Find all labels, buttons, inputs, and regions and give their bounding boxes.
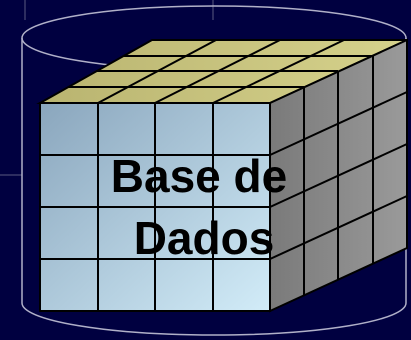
label-line-2: Dados xyxy=(134,212,275,264)
cube-front-face xyxy=(39,102,271,312)
cylinder-bottom-arc xyxy=(21,302,407,336)
cube-top-face xyxy=(36,39,408,104)
label-line-1: Base de xyxy=(111,150,287,202)
